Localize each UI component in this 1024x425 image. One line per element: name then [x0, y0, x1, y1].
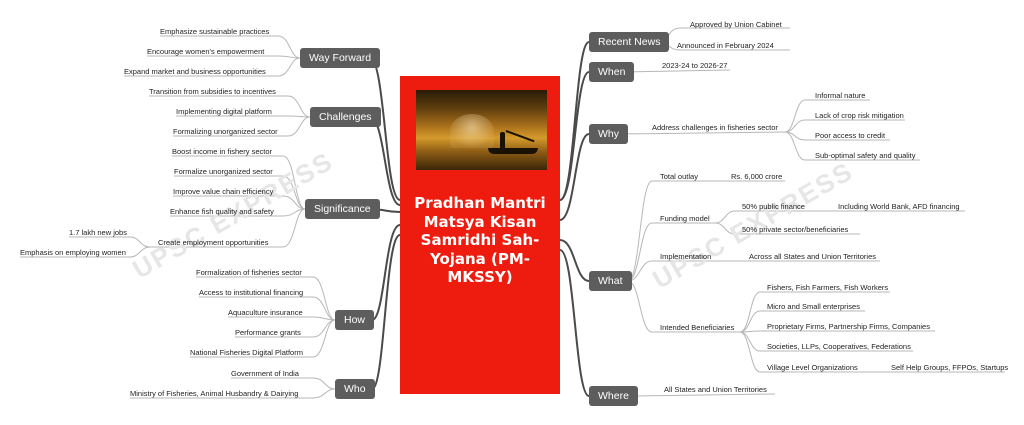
leaf: Fishers, Fish Farmers, Fish Workers [767, 283, 889, 292]
leaf: Formalizing unorganized sector [173, 127, 278, 136]
leaf: 1.7 lakh new jobs [69, 228, 127, 237]
connector [714, 210, 965, 224]
topic-when[interactable]: When [589, 62, 635, 82]
connector [739, 331, 1005, 373]
leaf: Rs. 6,000 crore [731, 172, 783, 181]
connector [172, 155, 306, 210]
leaf: Intended Beneficiaries [660, 323, 735, 332]
leaf: Announced in February 2024 [677, 41, 774, 50]
center-title: Pradhan Mantri Matsya Kisan Samridhi Sah… [414, 194, 546, 286]
connector [631, 393, 776, 397]
leaf: Total outlay [660, 172, 698, 181]
leaf: Expand market and business opportunities [124, 67, 266, 76]
topic-recent-news[interactable]: Recent News [589, 32, 670, 52]
leaf: Enhance fish quality and safety [170, 207, 274, 216]
leaf: Ministry of Fisheries, Animal Husbandry … [130, 389, 299, 398]
leaf: Boost income in fishery sector [172, 147, 273, 156]
topic-challenges[interactable]: Challenges [310, 107, 381, 127]
leaf: Access to institutional financing [199, 288, 304, 297]
leaf: Poor access to credit [815, 131, 886, 140]
leaf: Lack of crop risk mitigation [815, 111, 904, 120]
leaf: Government of India [231, 369, 299, 378]
topic-how[interactable]: How [335, 310, 375, 330]
connector [559, 249, 590, 397]
connector [173, 116, 311, 137]
connector [627, 222, 715, 282]
connector [150, 208, 306, 248]
connector [176, 115, 311, 118]
leaf: Transition from subsidies to incentives [149, 87, 276, 96]
connector [190, 319, 336, 358]
connector [130, 388, 336, 399]
leaf: National Fisheries Digital Platform [190, 348, 303, 357]
connector [199, 296, 336, 321]
connector [160, 35, 301, 59]
leaf: Proprietary Firms, Partnership Firms, Co… [767, 322, 930, 331]
connector [627, 180, 785, 282]
leaf: Including World Bank, AFD financing [838, 202, 960, 211]
leaf: Address challenges in fisheries sector [652, 123, 778, 132]
leaf: Self Help Groups, FFPOs, Startups [891, 363, 1009, 372]
connector [784, 99, 870, 133]
topic-who[interactable]: Who [335, 379, 375, 399]
leaf: Create employment opportunities [158, 238, 269, 247]
leaf: Encourage women's empowerment [147, 47, 265, 56]
connector [69, 236, 151, 248]
connector [371, 224, 401, 321]
leaf: Formalization of fisheries sector [196, 268, 302, 277]
connector [170, 208, 306, 217]
leaf: 2023-24 to 2026-27 [662, 61, 728, 70]
leaf: Emphasize sustainable practices [160, 27, 270, 36]
connector [661, 27, 790, 43]
leaf: Societies, LLPs, Cooperatives, Federatio… [767, 342, 911, 351]
leaf: 50% public finance [742, 202, 805, 211]
leaf: 50% private sector/beneficiaries [742, 225, 849, 234]
connector [784, 131, 920, 161]
topic-what[interactable]: What [589, 271, 632, 291]
connector [619, 131, 786, 135]
leaf: Implementation [660, 252, 712, 261]
connector [739, 310, 865, 333]
leaf: Improve value chain efficiency [173, 187, 274, 196]
connector [369, 57, 401, 201]
connector [627, 280, 740, 333]
leaf: Across all States and Union Territories [749, 252, 877, 261]
connector [196, 276, 336, 321]
topic-significance[interactable]: Significance [305, 199, 380, 219]
leaf: Implementing digital platform [176, 107, 272, 116]
connector [739, 291, 890, 333]
leaf: Aquaculture insurance [228, 308, 303, 317]
fisherman-photo [416, 90, 547, 170]
connector [739, 330, 935, 333]
leaf: Village Level Organizations [767, 363, 858, 372]
center-card: Pradhan Mantri Matsya Kisan Samridhi Sah… [400, 76, 560, 394]
leaf: Informal nature [815, 91, 866, 100]
leaf: Approved by Union Cabinet [690, 20, 782, 29]
connector [559, 71, 590, 201]
connector [147, 55, 301, 59]
connector [149, 95, 311, 118]
connector [20, 246, 151, 258]
leaf: Performance grants [235, 328, 301, 337]
connector [371, 234, 401, 390]
connector [620, 69, 731, 73]
leaf: Emphasis on employing women [20, 248, 126, 257]
topic-why[interactable]: Why [589, 124, 628, 144]
connector [784, 119, 905, 133]
leaf: Sub-optimal safety and quality [815, 151, 916, 160]
connector [559, 133, 590, 221]
leaf: All States and Union Territories [664, 385, 767, 394]
leaf: Funding model [660, 214, 710, 223]
connector [173, 195, 306, 210]
topic-where[interactable]: Where [589, 386, 638, 406]
connector [124, 57, 301, 77]
connector [714, 222, 860, 235]
connector [559, 239, 590, 282]
connector [231, 377, 336, 390]
connector [174, 175, 306, 210]
leaf: Formalize unorganized sector [174, 167, 273, 176]
connector [228, 316, 336, 321]
topic-way-forward[interactable]: Way Forward [300, 48, 381, 68]
leaf: Micro and Small enterprises [767, 302, 860, 311]
